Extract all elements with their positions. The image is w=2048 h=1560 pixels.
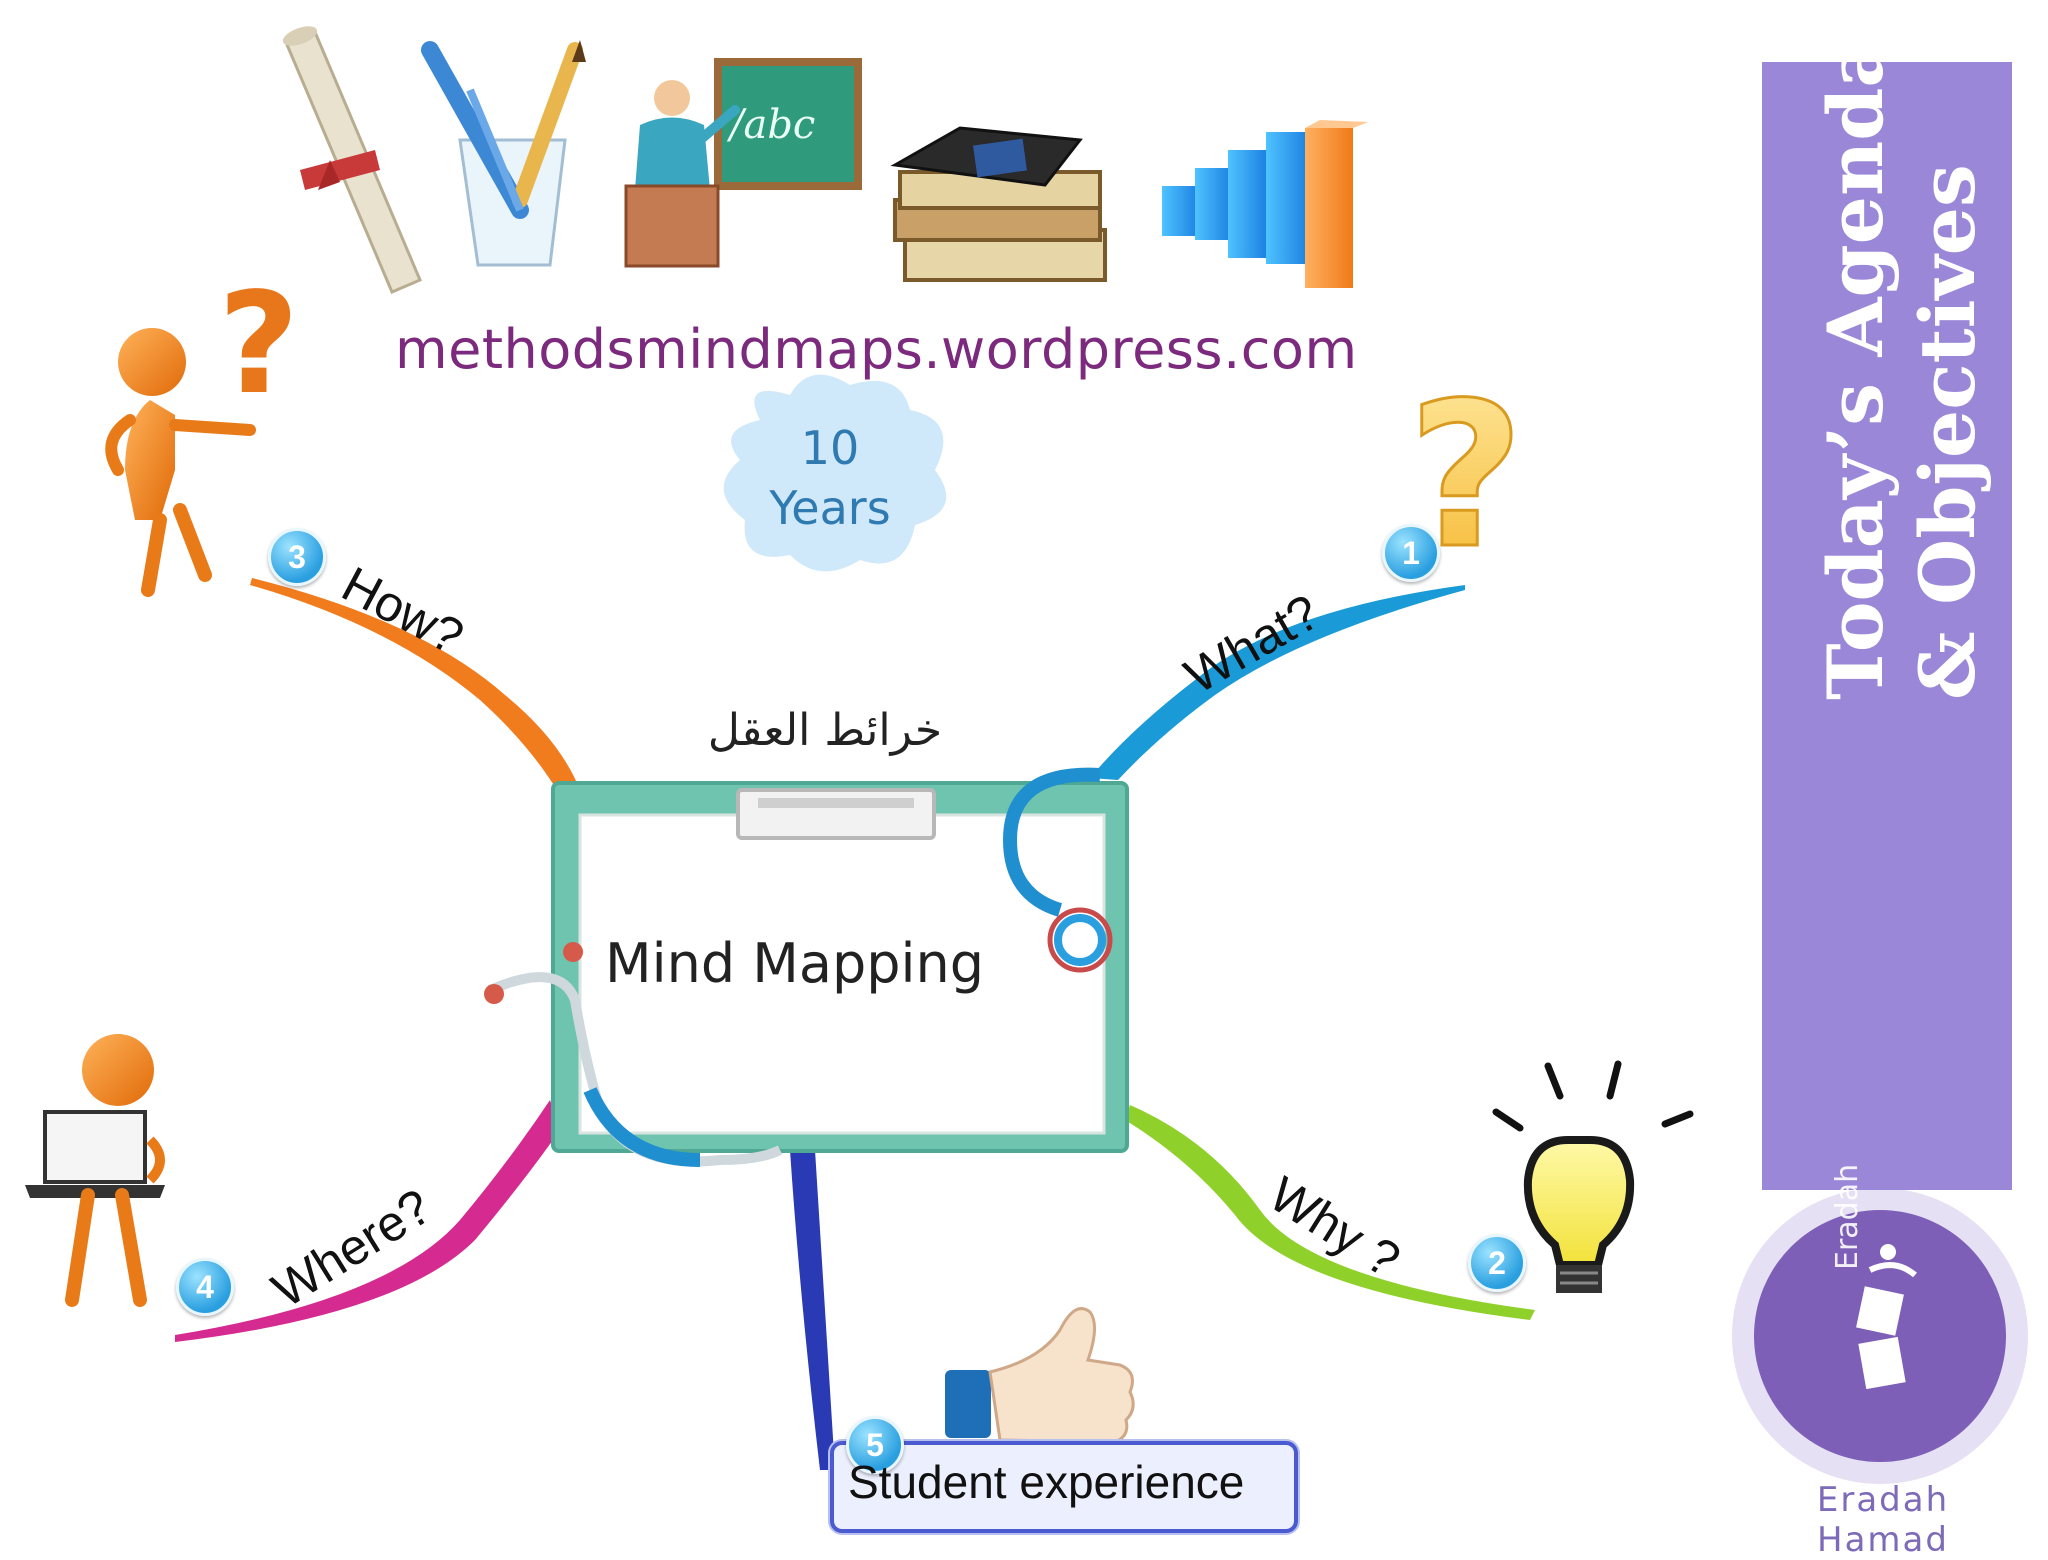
branch-number-3: 3 [268,528,326,586]
laptop-figure-icon [25,1034,165,1307]
teacher-board-icon: /abc [624,58,862,268]
books-icon [890,126,1107,282]
agenda-title-line1: Today’s Agenda [1811,38,1900,700]
website-url[interactable]: methodsmindmaps.wordpress.com [395,318,1358,381]
board-writing: /abc [726,102,815,148]
light-bulb-icon [1492,1060,1694,1293]
branch-number-2: 2 [1468,1234,1526,1292]
branch-what [1090,585,1465,780]
pencil-cup-icon [421,40,586,267]
question-figure-icon [105,328,256,597]
stethoscope-icon [484,767,1113,1167]
agenda-sidebar [1762,62,2012,1190]
branch-where [175,1100,560,1342]
agenda-title: Today’s Agenda & Objectives [1810,38,1994,700]
agenda-title-line2: & Objectives [1903,164,1992,700]
branch-number-4: 4 [176,1258,234,1316]
thumbs-up-icon [945,1307,1135,1444]
logo-brand: Eradah [1830,1163,1865,1270]
branch-number-5: 5 [846,1416,904,1474]
branch-how [250,578,580,795]
question-mark-icon: ? ? [218,263,1526,595]
anniversary-cloud [723,374,947,572]
branch-number-1: 1 [1382,524,1440,582]
branch-student [790,1150,835,1470]
logo-caption: Eradah Hamad [1816,1480,1950,1560]
anniversary-unit: Years [769,481,891,535]
anniversary-number: 10 [800,421,860,475]
eradah-logo [1732,1188,2028,1484]
arabic-title: خرائط العقل [707,705,943,756]
student-experience-label: Student experience [848,1456,1245,1508]
bar-chart-icon [1162,120,1368,288]
center-title: Mind Mapping [605,932,985,995]
svg-text:?: ? [218,263,299,426]
diploma-icon [282,26,422,294]
student-experience-box [830,1441,1298,1533]
branch-why [1125,1105,1535,1320]
anniversary-badge: 10 Years [740,418,920,538]
